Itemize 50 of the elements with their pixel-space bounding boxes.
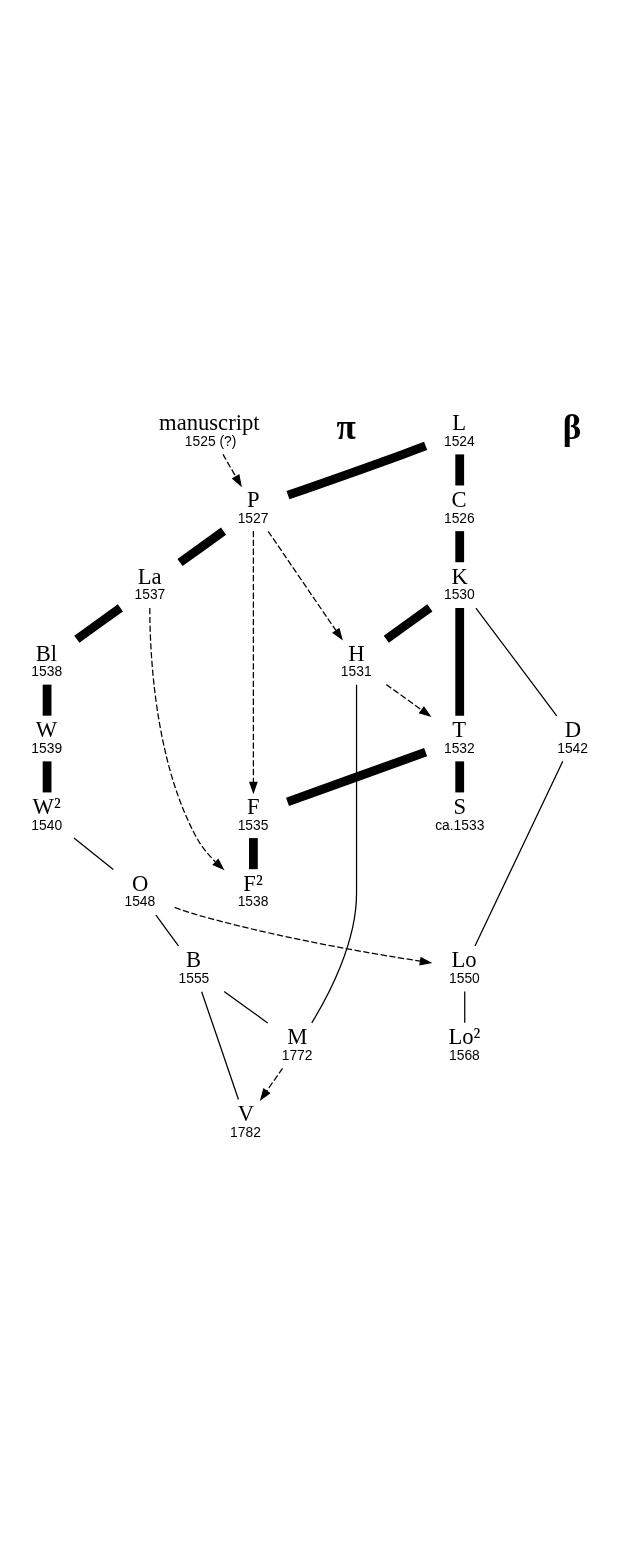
arrow: [385, 683, 432, 717]
label: β: [562, 407, 582, 447]
connector: [42, 760, 52, 792]
arrow: [267, 530, 343, 641]
connector: [249, 837, 258, 869]
node-text: C 1526: [443, 486, 475, 526]
node-text: L 1524: [443, 409, 475, 449]
node-text: M 1772: [281, 1023, 313, 1063]
node-text: P 1527: [237, 486, 269, 526]
node-text: O 1548: [124, 870, 156, 909]
connector: [223, 990, 269, 1024]
connector: [475, 606, 558, 716]
arrow: [222, 453, 242, 487]
arrow: [149, 607, 225, 870]
node-text: D 1542: [557, 716, 588, 756]
node-text: W 1539: [31, 716, 63, 756]
connector: [177, 527, 227, 566]
node-text: V 1782: [230, 1100, 261, 1140]
connector: [455, 530, 465, 562]
node-text: Lo² 1568: [448, 1023, 481, 1063]
node-text: La 1537: [134, 563, 166, 602]
arrow: [259, 1067, 284, 1101]
connector: [74, 603, 123, 643]
arrow: [249, 529, 258, 794]
node-text: B 1555: [178, 946, 210, 986]
connector: [455, 453, 465, 485]
connector: [201, 990, 240, 1100]
connector: [383, 603, 433, 643]
connector: [311, 683, 358, 1023]
connector: [42, 684, 52, 716]
node-text: Lo 1550: [449, 946, 480, 986]
node-text: F 1535: [237, 793, 269, 833]
connector: [455, 607, 465, 716]
arrow: [173, 906, 433, 965]
connector: [474, 760, 564, 947]
connector: [286, 747, 428, 806]
connector: [155, 913, 180, 947]
node-text: manuscript 1525 (?): [159, 409, 260, 449]
node-text: W² 1540: [31, 793, 63, 833]
connector: [73, 836, 114, 870]
node-text: S ca.1533: [435, 793, 485, 833]
node-text: Bl 1538: [31, 640, 63, 679]
label: π: [336, 407, 356, 447]
connector: [464, 990, 466, 1023]
node-text: T 1532: [443, 716, 475, 756]
node-text: H 1531: [340, 640, 372, 679]
node-text: K 1530: [443, 563, 475, 602]
connector: [286, 441, 428, 499]
node-text: F² 1538: [237, 870, 269, 909]
connector: [455, 760, 465, 792]
